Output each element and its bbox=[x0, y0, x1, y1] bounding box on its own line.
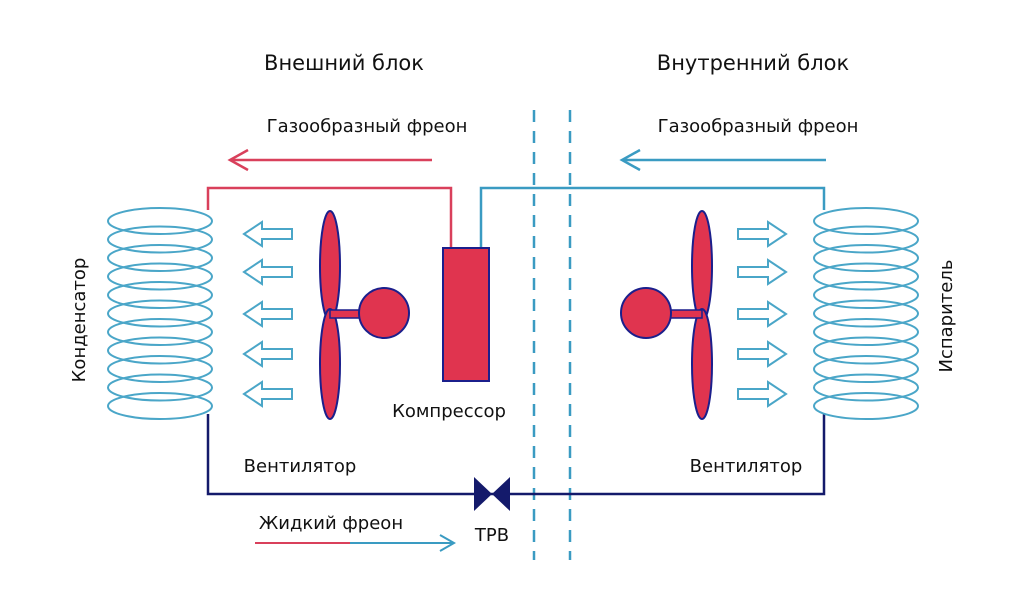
air-arrow bbox=[242, 380, 293, 408]
outdoor-air-flow-arrows bbox=[242, 220, 293, 408]
coil-loop bbox=[813, 318, 919, 346]
suction-gas-line bbox=[479, 186, 826, 248]
coil-loop bbox=[813, 373, 919, 402]
hot-gas-line bbox=[206, 186, 453, 248]
air-arrow bbox=[737, 258, 788, 286]
coil-loop bbox=[813, 244, 919, 272]
coil-loop bbox=[107, 336, 213, 365]
outdoor-fan-icon bbox=[319, 210, 410, 420]
coil-loop bbox=[813, 299, 919, 328]
coil-loop bbox=[107, 244, 213, 272]
outdoor-fan-label: Вентилятор bbox=[244, 456, 357, 477]
compressor-icon bbox=[442, 247, 490, 382]
coil-loop bbox=[107, 392, 213, 420]
indoor-fan-label: Вентилятор bbox=[690, 456, 803, 477]
outdoor-gas-label: Газообразный фреон bbox=[267, 116, 468, 137]
air-arrow bbox=[242, 300, 293, 328]
air-arrow bbox=[737, 300, 788, 328]
coil-loop bbox=[107, 318, 213, 346]
coil-loop bbox=[813, 336, 919, 365]
expansion-valve-icon bbox=[474, 477, 510, 511]
air-arrow bbox=[242, 340, 293, 368]
coil-loop bbox=[107, 207, 213, 235]
air-arrow bbox=[242, 220, 293, 248]
indoor-air-flow-arrows bbox=[737, 220, 788, 408]
indoor-gas-flow-arrow bbox=[619, 148, 826, 172]
coil-loop bbox=[813, 355, 919, 383]
coil-loop bbox=[813, 207, 919, 235]
coil-loop bbox=[107, 262, 213, 291]
valve-label: ТРВ bbox=[474, 525, 509, 546]
air-arrow bbox=[737, 220, 788, 248]
air-arrow bbox=[242, 258, 293, 286]
indoor-gas-label: Газообразный фреон bbox=[658, 116, 859, 137]
coil-loop bbox=[107, 355, 213, 383]
condenser-coil bbox=[107, 207, 213, 420]
air-arrow bbox=[737, 340, 788, 368]
evaporator-coil bbox=[813, 207, 919, 420]
unit-divider bbox=[532, 110, 572, 560]
liquid-line bbox=[206, 414, 826, 496]
coil-loop bbox=[107, 281, 213, 309]
coil-loop bbox=[107, 225, 213, 254]
liquid-freon-label: Жидкий фреон bbox=[259, 513, 403, 534]
coil-loop bbox=[107, 299, 213, 328]
indoor-fan-icon bbox=[620, 210, 713, 420]
outdoor-gas-flow-arrow bbox=[227, 148, 432, 172]
liquid-flow-arrow bbox=[255, 534, 457, 552]
coil-loop bbox=[813, 281, 919, 309]
air-arrow bbox=[737, 380, 788, 408]
coil-loop bbox=[813, 225, 919, 254]
condenser-label: Конденсатор bbox=[69, 258, 90, 383]
compressor-label: Компрессор bbox=[392, 401, 506, 422]
coil-loop bbox=[813, 392, 919, 420]
outdoor-unit-title: Внешний блок bbox=[264, 51, 424, 75]
evaporator-label: Испаритель bbox=[936, 260, 957, 373]
indoor-unit-title: Внутренний блок bbox=[657, 51, 849, 75]
coil-loop bbox=[107, 373, 213, 402]
coil-loop bbox=[813, 262, 919, 291]
